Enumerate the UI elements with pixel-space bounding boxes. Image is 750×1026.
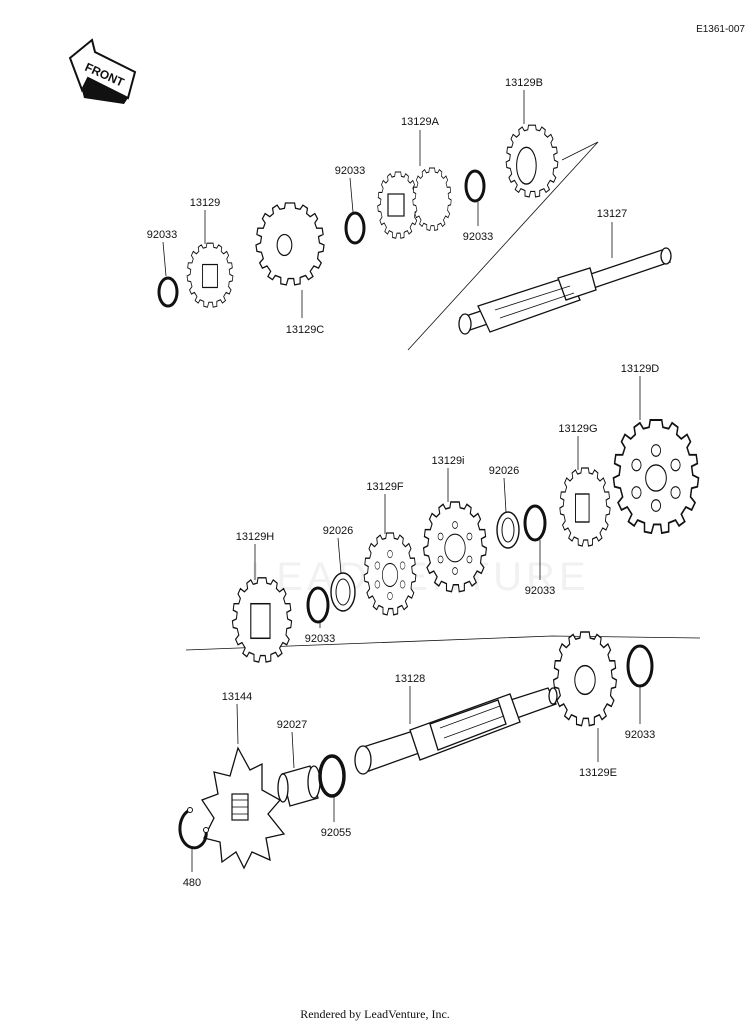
- label-92033-a: 92033: [147, 229, 178, 241]
- label-92033-d: 92033: [525, 585, 556, 597]
- label-13129b: 13129B: [505, 77, 543, 89]
- snap-ring-92033-c: [464, 169, 486, 203]
- sprocket-13144: [201, 746, 286, 870]
- snap-ring-92033-d: [523, 504, 547, 542]
- front-arrow-icon: [68, 38, 137, 104]
- thrust-washer-92026-b: [330, 572, 356, 612]
- gear-13129h: [231, 577, 293, 663]
- gear-13129i: [422, 501, 488, 593]
- shaft-13128: [354, 687, 558, 775]
- collar-92027: [277, 765, 321, 807]
- snap-ring-92033-e: [306, 586, 330, 624]
- diagram-reference: E1361-007: [696, 24, 745, 35]
- snap-ring-92033-a: [157, 276, 179, 308]
- gear-13129e: [552, 631, 618, 727]
- circlip-480: [178, 807, 209, 850]
- label-92026-b: 92026: [323, 525, 354, 537]
- label-13129: 13129: [190, 197, 221, 209]
- label-13127: 13127: [597, 208, 628, 220]
- watermark-text: LEADVENTURE: [250, 555, 590, 599]
- label-13128: 13128: [395, 673, 426, 685]
- gear-13129g: [559, 467, 611, 547]
- upper-axis-line: [407, 141, 599, 351]
- label-13129e: 13129E: [579, 767, 617, 779]
- gear-13129f: [363, 532, 417, 616]
- label-13129d: 13129D: [621, 363, 660, 375]
- label-13129c: 13129C: [286, 324, 325, 336]
- o-ring-92055: [318, 754, 346, 798]
- shaft-13127: [458, 247, 672, 335]
- lower-axis-line: [185, 635, 701, 651]
- snap-ring-92033-b: [344, 211, 366, 245]
- label-92033-c: 92033: [463, 231, 494, 243]
- label-13129f: 13129F: [366, 481, 404, 493]
- label-92026-a: 92026: [489, 465, 520, 477]
- label-480: 480: [183, 877, 201, 889]
- thrust-washer-92026-a: [496, 511, 520, 549]
- label-13129i: 13129i: [431, 455, 464, 467]
- label-13144: 13144: [222, 691, 253, 703]
- gear-13129: [186, 242, 234, 308]
- label-92033-f: 92033: [625, 729, 656, 741]
- snap-ring-92033-f: [626, 644, 654, 688]
- gear-13129a: [377, 167, 452, 239]
- gear-13129d: [612, 419, 700, 535]
- gear-13129b: [505, 124, 559, 198]
- label-13129g: 13129G: [558, 423, 597, 435]
- footer-credit: Rendered by LeadVenture, Inc.: [300, 1007, 450, 1021]
- label-13129h: 13129H: [236, 531, 275, 543]
- gear-13129c: [255, 202, 325, 286]
- label-92033-b: 92033: [335, 165, 366, 177]
- label-92055: 92055: [321, 827, 352, 839]
- label-92027: 92027: [277, 719, 308, 731]
- label-92033-e: 92033: [305, 633, 336, 645]
- label-13129a: 13129A: [401, 116, 440, 128]
